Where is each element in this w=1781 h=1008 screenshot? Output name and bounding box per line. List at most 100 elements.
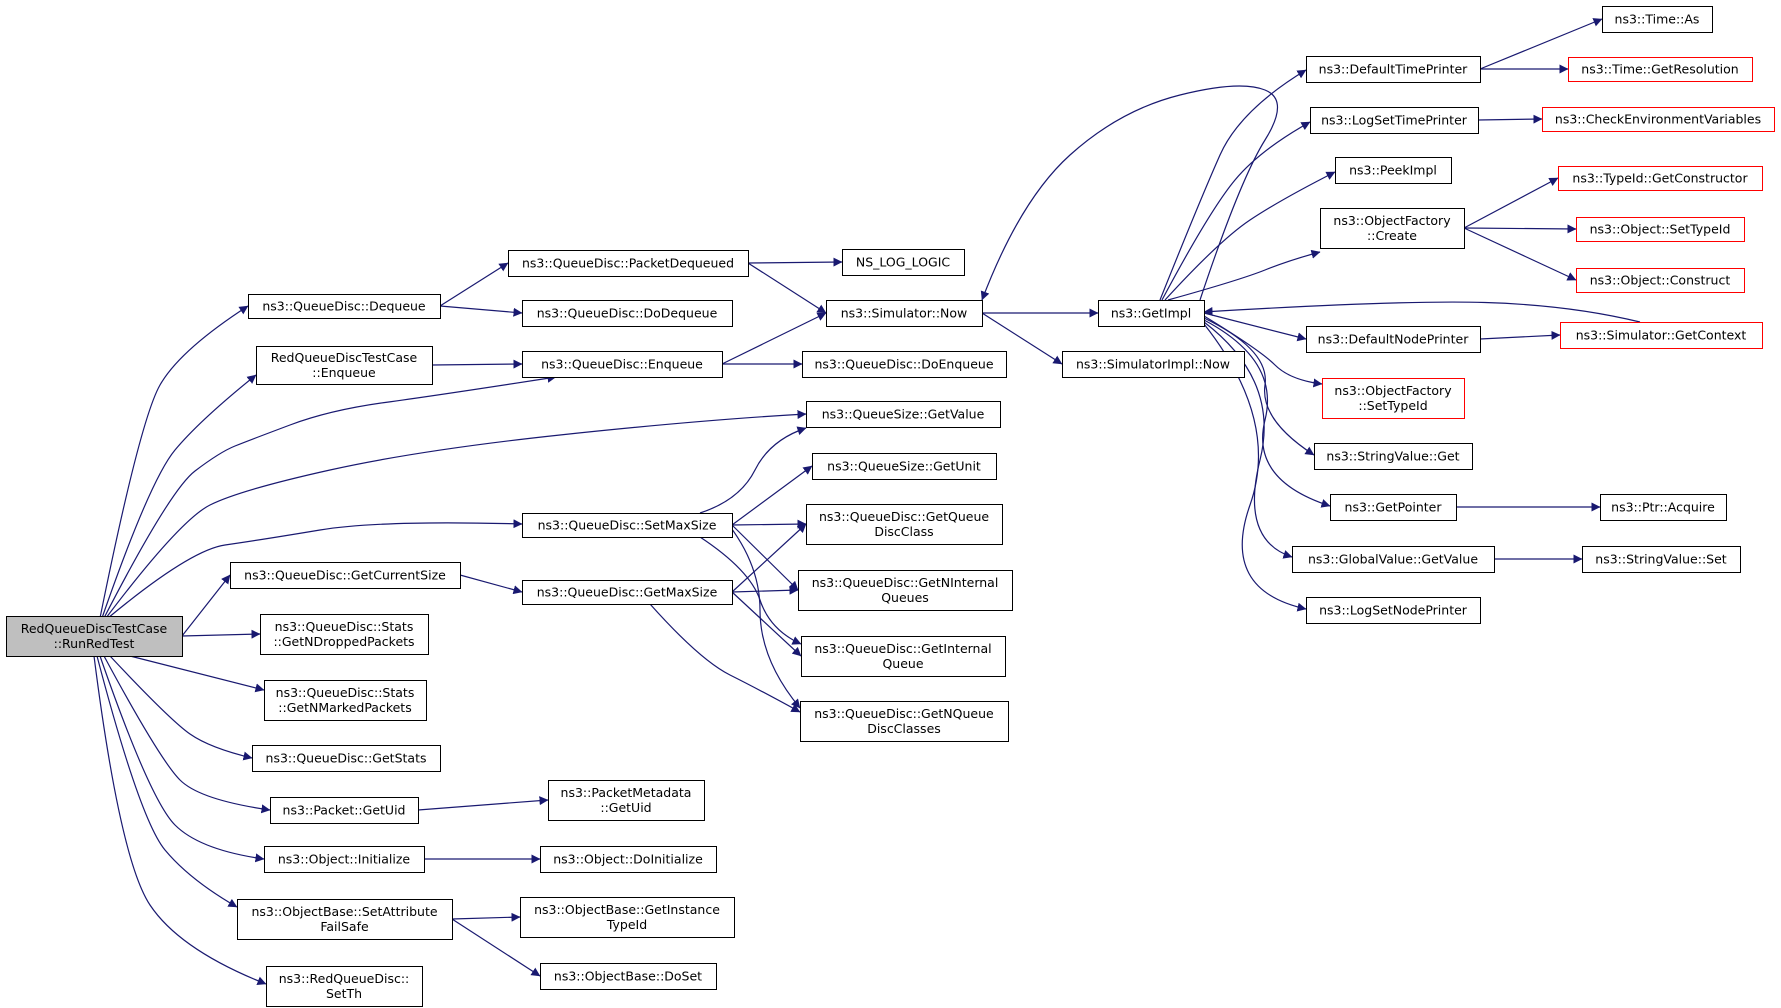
node-box <box>798 570 1013 611</box>
node-label-line: ns3::SimulatorImpl::Now <box>1076 357 1230 372</box>
node-getcurrentsize[interactable]: ns3::QueueDisc::GetCurrentSize <box>230 562 461 589</box>
node-sim-now[interactable]: ns3::Simulator::Now <box>826 300 983 327</box>
node-ns-log-logic[interactable]: NS_LOG_LOGIC <box>842 249 965 276</box>
node-root[interactable]: RedQueueDiscTestCase::RunRedTest <box>6 616 183 657</box>
node-stats-marked[interactable]: ns3::QueueDisc::Stats::GetNMarkedPackets <box>264 680 427 721</box>
node-label-line: ns3::ObjectBase::SetAttribute <box>251 904 437 919</box>
edge-setmaxsize-to-getqueuediscclass <box>731 519 807 529</box>
node-box <box>1306 56 1481 83</box>
node-rq-enqueue[interactable]: RedQueueDiscTestCase::Enqueue <box>256 346 433 385</box>
node-label-line: ::GetUid <box>600 800 651 815</box>
node-label-line: ns3::QueueDisc::GetNQueue <box>814 706 994 721</box>
node-ptr-acquire[interactable]: ns3::Ptr::Acquire <box>1600 494 1727 521</box>
node-sim-getcontext[interactable]: ns3::Simulator::GetContext <box>1560 322 1763 349</box>
node-object-settypeid[interactable]: ns3::Object::SetTypeId <box>1576 217 1745 242</box>
node-typeid-getconstructor[interactable]: ns3::TypeId::GetConstructor <box>1558 166 1763 191</box>
node-of-settypeid[interactable]: ns3::ObjectFactory::SetTypeId <box>1322 378 1465 419</box>
node-packetdequeued[interactable]: ns3::QueueDisc::PacketDequeued <box>508 250 749 277</box>
edge-setmaxsize-to-qs_getunit <box>731 465 813 526</box>
edge-getimpl-to-peekimpl <box>1164 171 1336 301</box>
node-simimpl-now[interactable]: ns3::SimulatorImpl::Now <box>1062 351 1245 378</box>
node-box <box>1335 157 1452 184</box>
node-stringvalue-set[interactable]: ns3::StringValue::Set <box>1582 546 1741 573</box>
node-getimpl[interactable]: ns3::GetImpl <box>1098 300 1205 327</box>
node-pm-getuid[interactable]: ns3::PacketMetadata::GetUid <box>548 780 705 821</box>
node-stringvalue-get[interactable]: ns3::StringValue::Get <box>1314 443 1473 470</box>
node-time-as[interactable]: ns3::Time::As <box>1602 6 1713 33</box>
node-packet-getuid[interactable]: ns3::Packet::GetUid <box>270 797 419 824</box>
node-box <box>1600 494 1727 521</box>
edge-of_create-to-object_settypeid <box>1463 224 1577 234</box>
node-box <box>1558 166 1763 191</box>
node-box <box>522 513 733 538</box>
node-label-line: DiscClasses <box>867 721 941 736</box>
node-checkenv[interactable]: ns3::CheckEnvironmentVariables <box>1542 107 1775 132</box>
edge-defaultnodeprinter-to-sim_getcontext <box>1479 330 1561 340</box>
node-logsettimeprinter[interactable]: ns3::LogSetTimePrinter <box>1310 107 1479 134</box>
node-label-line: TypeId <box>606 917 647 932</box>
node-box <box>6 616 183 657</box>
node-getmaxsize[interactable]: ns3::QueueDisc::GetMaxSize <box>522 580 733 605</box>
node-label-line: ns3::StringValue::Get <box>1326 449 1459 464</box>
node-box <box>266 966 423 1007</box>
node-label-line: ns3::LogSetTimePrinter <box>1321 113 1468 128</box>
node-doset[interactable]: ns3::ObjectBase::DoSet <box>540 963 717 990</box>
edge-root-to-stats_marked <box>129 655 265 693</box>
node-label-line: ns3::Simulator::Now <box>841 306 968 321</box>
node-peekimpl[interactable]: ns3::PeekImpl <box>1335 157 1452 184</box>
edge-root-to-setattributefailsafe <box>96 655 238 908</box>
node-defaulttimeprinter[interactable]: ns3::DefaultTimePrinter <box>1306 56 1481 83</box>
node-box <box>1314 443 1473 470</box>
node-label-line: ns3::QueueDisc::GetCurrentSize <box>244 568 446 583</box>
node-label-line: ns3::Ptr::Acquire <box>1611 500 1715 515</box>
node-box <box>1062 351 1245 378</box>
node-box <box>260 614 429 655</box>
node-qd-enqueue[interactable]: ns3::QueueDisc::Enqueue <box>522 351 723 378</box>
node-object-construct[interactable]: ns3::Object::Construct <box>1576 268 1745 293</box>
node-getpointer[interactable]: ns3::GetPointer <box>1330 494 1457 521</box>
node-box <box>248 294 441 319</box>
node-setmaxsize[interactable]: ns3::QueueDisc::SetMaxSize <box>522 513 733 538</box>
edge-getimpl-to-defaultnodeprinter <box>1203 312 1307 342</box>
node-box <box>230 562 461 589</box>
node-box <box>540 963 717 990</box>
node-qs-getunit[interactable]: ns3::QueueSize::GetUnit <box>812 453 997 480</box>
node-label-line: ns3::DefaultNodePrinter <box>1318 332 1470 347</box>
node-box <box>1322 378 1465 419</box>
node-dodequeue[interactable]: ns3::QueueDisc::DoDequeue <box>522 300 733 327</box>
node-gv-getvalue[interactable]: ns3::GlobalValue::GetValue <box>1292 546 1495 573</box>
node-label-line: ns3::TypeId::GetConstructor <box>1572 171 1748 186</box>
node-label-line: RedQueueDiscTestCase <box>21 621 168 636</box>
node-of-create[interactable]: ns3::ObjectFactory::Create <box>1320 208 1465 249</box>
node-getstats[interactable]: ns3::QueueDisc::GetStats <box>252 745 441 772</box>
node-label-line: ns3::QueueDisc::Dequeue <box>262 299 426 314</box>
node-setth[interactable]: ns3::RedQueueDisc::SetTh <box>266 966 423 1007</box>
node-time-getresolution[interactable]: ns3::Time::GetResolution <box>1568 57 1753 82</box>
node-label-line: ns3::QueueDisc::Enqueue <box>541 357 703 372</box>
node-label-line: ns3::GetImpl <box>1111 306 1191 321</box>
node-qs-getvalue[interactable]: ns3::QueueSize::GetValue <box>806 401 1001 428</box>
node-box <box>812 453 997 480</box>
edge-root-to-setth <box>93 655 267 986</box>
edge-getimpl-to-logsetnodeprinter <box>1203 323 1307 612</box>
node-logsetnodeprinter[interactable]: ns3::LogSetNodePrinter <box>1306 597 1481 624</box>
node-stats-dropped[interactable]: ns3::QueueDisc::Stats::GetNDroppedPacket… <box>260 614 429 655</box>
node-doenqueue[interactable]: ns3::QueueDisc::DoEnqueue <box>802 351 1007 378</box>
node-label-line: Queues <box>881 590 929 605</box>
node-defaultnodeprinter[interactable]: ns3::DefaultNodePrinter <box>1306 326 1481 353</box>
node-dequeue[interactable]: ns3::QueueDisc::Dequeue <box>248 294 441 319</box>
node-object-initialize[interactable]: ns3::Object::Initialize <box>264 846 425 873</box>
node-label-line: ns3::RedQueueDisc:: <box>279 971 410 986</box>
node-label-line: ns3::LogSetNodePrinter <box>1319 603 1468 618</box>
node-label-line: ns3::QueueDisc::GetInternal <box>814 641 991 656</box>
node-box <box>800 701 1009 742</box>
edge-of_create-to-object_construct <box>1463 227 1577 281</box>
node-doinitialize[interactable]: ns3::Object::DoInitialize <box>540 846 717 873</box>
node-box <box>806 504 1003 545</box>
